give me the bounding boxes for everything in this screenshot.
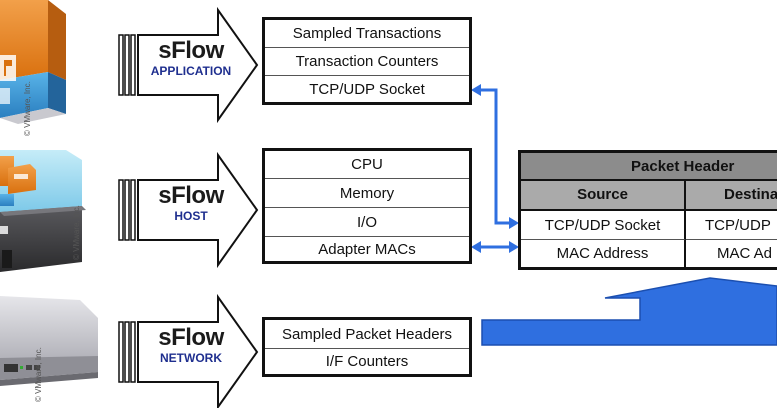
packet-header-title: Packet Header	[521, 153, 777, 181]
cell-source-mac: MAC Address	[521, 240, 686, 267]
layer-caption: NETWORK	[160, 351, 222, 365]
packet-header-table: Packet Header Source Destina TCP/UDP Soc…	[518, 150, 777, 270]
metric-row: I/O	[265, 208, 469, 237]
copyright-network: © VMware, Inc.	[34, 347, 43, 402]
application-metrics-box: Sampled Transactions Transaction Counter…	[262, 17, 472, 105]
arrow-application	[118, 6, 259, 124]
cell-destination-mac: MAC Ad	[717, 245, 773, 262]
network-switch-icon	[0, 296, 98, 386]
cell-source-socket: TCP/UDP Socket	[521, 211, 686, 240]
virtual-machine-application-icon	[0, 0, 66, 124]
metric-row: Adapter MACs	[318, 240, 416, 258]
copyright-host: © VMware, Inc.	[72, 205, 81, 260]
layer-caption: APPLICATION	[150, 64, 232, 78]
sflow-logo: sFlow	[158, 182, 224, 209]
layer-caption: HOST	[174, 209, 208, 223]
sflow-logo: sFlow	[158, 37, 224, 64]
virtual-machine-host-icon	[0, 150, 86, 272]
arrow-network	[118, 293, 259, 408]
metric-row: Sampled Packet Headers	[265, 320, 469, 349]
connector-arrowheads	[471, 84, 519, 253]
metric-row: TCP/UDP Socket	[309, 80, 425, 98]
sflow-badge-network: sFlow NETWORK	[143, 324, 239, 366]
column-header-destination: Destina	[686, 181, 777, 211]
metric-row: Memory	[265, 179, 469, 208]
host-metrics-box: CPU Memory I/O Adapter MACs	[262, 148, 472, 264]
metric-row: I/F Counters	[325, 353, 409, 370]
metric-row: Transaction Counters	[265, 48, 469, 76]
column-header-source: Source	[521, 181, 686, 211]
arrow-host	[118, 151, 259, 269]
metric-row: CPU	[265, 151, 469, 179]
cell-destination-socket: TCP/UDP	[686, 211, 777, 240]
packet-flow-arrow	[481, 277, 777, 346]
socket-connector	[478, 88, 512, 249]
network-metrics-box: Sampled Packet Headers I/F Counters	[262, 317, 472, 377]
sflow-logo: sFlow	[158, 324, 224, 351]
sflow-badge-application: sFlow APPLICATION	[143, 37, 239, 79]
metric-row: Sampled Transactions	[265, 20, 469, 48]
copyright-app: © VMware, Inc.	[23, 81, 32, 136]
sflow-badge-host: sFlow HOST	[143, 182, 239, 224]
